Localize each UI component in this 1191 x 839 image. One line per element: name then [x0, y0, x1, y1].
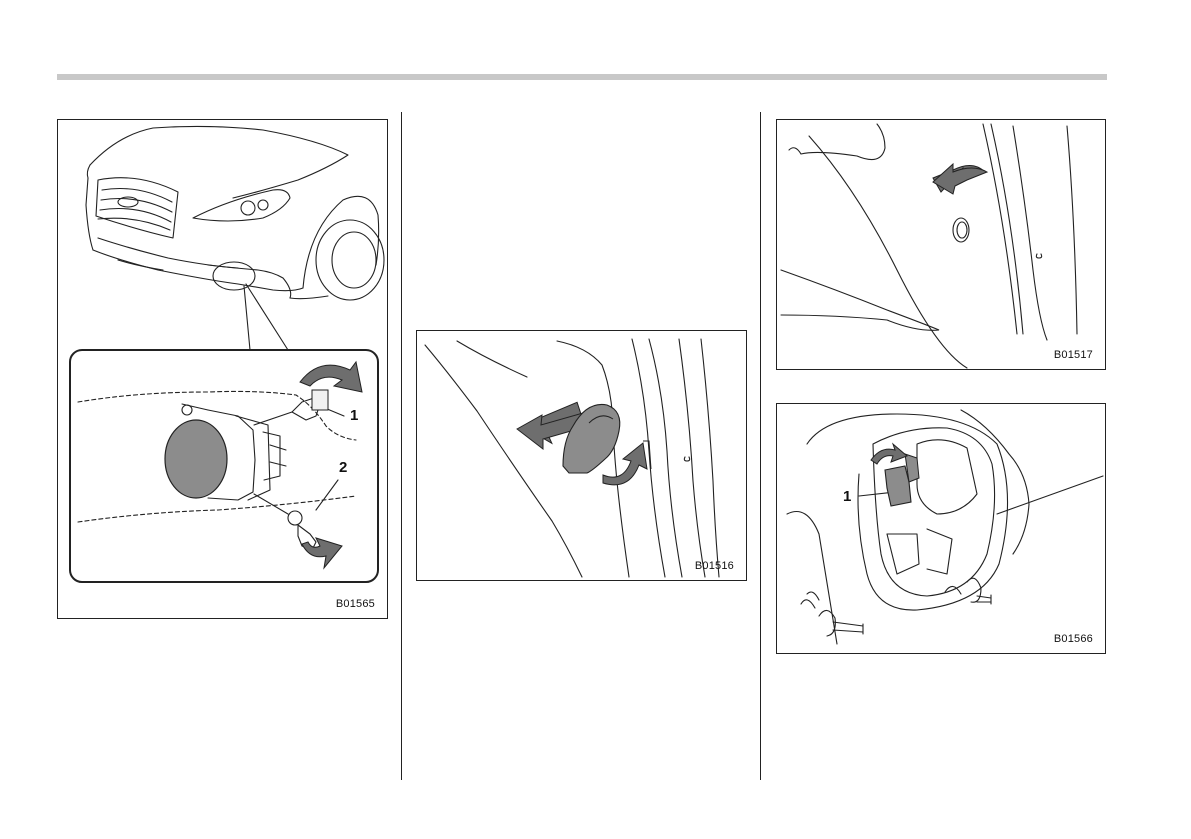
- figure-code: B01566: [1054, 633, 1093, 645]
- fog-light-overview-illustration: [58, 120, 387, 618]
- figure-clip-removal: B01516: [416, 330, 747, 581]
- figure-fog-light-overview: 1 2 B01565: [57, 119, 388, 619]
- callout-1: 1: [350, 407, 358, 424]
- figure-code: B01565: [336, 598, 375, 610]
- callout-1: 1: [843, 488, 851, 505]
- figure-cover-opening: B01517: [776, 119, 1106, 370]
- bulb-access-illustration: [777, 404, 1105, 653]
- column-divider-left: [401, 112, 402, 780]
- figure-code: B01516: [695, 560, 734, 572]
- column-divider-right: [760, 112, 761, 780]
- header-rule: [57, 74, 1107, 80]
- clip-removal-illustration: [417, 331, 746, 580]
- cover-opening-illustration: [777, 120, 1105, 369]
- callout-2: 2: [339, 459, 347, 476]
- figure-code: B01517: [1054, 349, 1093, 361]
- figure-bulb-access: 1 B01566: [776, 403, 1106, 654]
